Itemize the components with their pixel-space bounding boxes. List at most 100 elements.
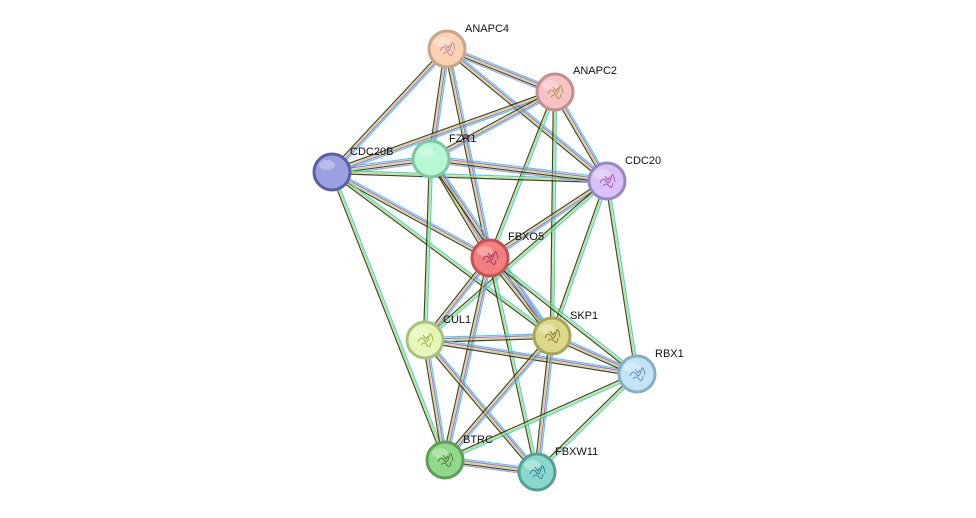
node-anapc4[interactable]: ANAPC4 bbox=[427, 23, 509, 69]
node-label: ANAPC4 bbox=[465, 23, 509, 35]
edge-line-textmining bbox=[425, 336, 553, 342]
protein-structure-icon bbox=[482, 251, 499, 265]
edge-anapc2-fbxo5[interactable] bbox=[487, 91, 558, 259]
edge-cdc20-rbx1[interactable] bbox=[604, 180, 640, 375]
edge-line-textmining bbox=[446, 49, 607, 183]
edge-anapc4-fbxo5[interactable] bbox=[444, 48, 493, 259]
edge-line-textmining bbox=[551, 180, 608, 337]
node-circle[interactable] bbox=[470, 238, 510, 278]
edge-line-curated bbox=[424, 333, 552, 339]
edge-line-curated bbox=[425, 159, 434, 341]
edge-skp1-btrc[interactable] bbox=[442, 334, 555, 462]
node-fbxw11[interactable]: FBXW11 bbox=[517, 446, 598, 492]
edge-fzr1-cul1[interactable] bbox=[422, 158, 434, 341]
edge-line-textmining bbox=[489, 179, 607, 258]
edge-line-curated bbox=[425, 181, 609, 342]
edge-cul1-fbxw11[interactable] bbox=[422, 338, 540, 474]
edge-line-textmining bbox=[331, 171, 608, 182]
edge-line-experimental bbox=[447, 48, 492, 258]
edge-line-coexpression bbox=[423, 179, 607, 340]
edge-fbxo5-fbxw11[interactable] bbox=[487, 257, 540, 473]
node-cdc20b[interactable]: CDC20B bbox=[312, 146, 393, 192]
node-circle[interactable] bbox=[411, 139, 451, 179]
node-skp1[interactable]: SKP1 bbox=[532, 310, 598, 356]
node-label: SKP1 bbox=[570, 310, 598, 322]
edge-line-textmining bbox=[443, 257, 490, 460]
node-circle[interactable] bbox=[535, 72, 575, 112]
edge-cdc20b-fbxo5[interactable] bbox=[330, 169, 492, 261]
node-rbx1[interactable]: RBX1 bbox=[617, 348, 684, 394]
protein-structure-icon bbox=[547, 85, 564, 99]
node-label: ANAPC2 bbox=[573, 65, 617, 77]
node-circle[interactable] bbox=[427, 29, 467, 69]
edge-line-experimental bbox=[431, 92, 556, 161]
node-circle[interactable] bbox=[532, 316, 572, 356]
node-highlight bbox=[594, 169, 610, 179]
edge-rbx1-fbxw11[interactable] bbox=[535, 372, 639, 474]
edge-line-textmining bbox=[423, 340, 445, 461]
edge-anapc4-cdc20[interactable] bbox=[445, 46, 609, 184]
node-cul1[interactable]: CUL1 bbox=[405, 314, 471, 360]
edge-line-textmining bbox=[331, 171, 553, 337]
edge-fbxo5-rbx1[interactable] bbox=[488, 256, 639, 376]
edge-line-experimental bbox=[431, 156, 608, 181]
edge-cul1-skp1[interactable] bbox=[424, 333, 553, 343]
edge-cdc20b-skp1[interactable] bbox=[330, 170, 554, 338]
edge-line-curated bbox=[490, 182, 609, 261]
edge-line-coexpression bbox=[442, 334, 551, 459]
edge-cdc20b-btrc[interactable] bbox=[329, 171, 448, 461]
edge-fzr1-cdc20[interactable] bbox=[430, 155, 608, 185]
edge-line-coexpression bbox=[535, 372, 637, 472]
edge-line-coexpression bbox=[488, 258, 637, 376]
node-label: FBXO5 bbox=[508, 231, 544, 243]
edge-line-experimental bbox=[425, 339, 539, 472]
edge-line-curated bbox=[607, 180, 640, 374]
edge-line-textmining bbox=[444, 373, 638, 461]
edge-line-curated bbox=[332, 171, 448, 460]
node-circle[interactable] bbox=[405, 320, 445, 360]
edge-skp1-fbxw11[interactable] bbox=[534, 335, 555, 473]
edge-line-coexpression bbox=[444, 371, 637, 460]
node-fbxo5[interactable]: FBXO5 bbox=[470, 231, 544, 278]
edge-line-textmining bbox=[424, 340, 637, 376]
protein-structure-icon bbox=[529, 465, 546, 479]
edge-line-curated bbox=[448, 48, 493, 258]
node-circle[interactable] bbox=[312, 152, 352, 192]
edge-cdc20-cul1[interactable] bbox=[423, 179, 609, 342]
edge-line-curated bbox=[445, 374, 638, 463]
edge-line-textmining bbox=[489, 91, 556, 259]
protein-structure-icon bbox=[439, 42, 456, 56]
edge-line-textmining bbox=[430, 90, 555, 159]
node-circle[interactable] bbox=[517, 452, 557, 492]
edge-line-homology bbox=[430, 161, 607, 185]
edge-line-textmining bbox=[430, 158, 608, 182]
node-btrc[interactable]: BTRC bbox=[425, 434, 493, 480]
node-highlight bbox=[319, 160, 335, 170]
edge-rbx1-btrc[interactable] bbox=[444, 371, 638, 463]
edge-cdc20-skp1[interactable] bbox=[549, 180, 610, 337]
edge-cul1-btrc[interactable] bbox=[422, 339, 448, 461]
edge-line-curated bbox=[552, 181, 610, 337]
edge-line-coexpression bbox=[442, 257, 489, 460]
node-anapc2[interactable]: ANAPC2 bbox=[535, 65, 617, 112]
edge-line-curated bbox=[431, 93, 557, 162]
edge-anapc2-cdc20b[interactable] bbox=[330, 89, 557, 175]
edge-line-coexpression bbox=[534, 335, 551, 472]
node-circle[interactable] bbox=[425, 440, 465, 480]
edge-line-curated bbox=[332, 93, 557, 175]
node-circle[interactable] bbox=[617, 354, 657, 394]
edge-line-experimental bbox=[425, 339, 447, 460]
edge-cdc20-fbxo5[interactable] bbox=[488, 178, 609, 261]
edge-anapc2-fzr1[interactable] bbox=[429, 89, 557, 162]
edge-line-coexpression bbox=[487, 258, 537, 473]
node-circle[interactable] bbox=[587, 161, 627, 201]
edge-line-coexpression bbox=[429, 89, 555, 158]
edge-anapc4-cdc20b[interactable] bbox=[329, 46, 450, 175]
node-highlight bbox=[624, 362, 640, 372]
edge-line-coexpression bbox=[425, 337, 553, 343]
node-label: CUL1 bbox=[443, 314, 471, 326]
node-cdc20[interactable]: CDC20 bbox=[587, 155, 661, 201]
node-fzr1[interactable]: FZR1 bbox=[411, 133, 477, 179]
edge-line-textmining bbox=[424, 180, 608, 341]
edge-fbxo5-btrc[interactable] bbox=[442, 257, 493, 461]
